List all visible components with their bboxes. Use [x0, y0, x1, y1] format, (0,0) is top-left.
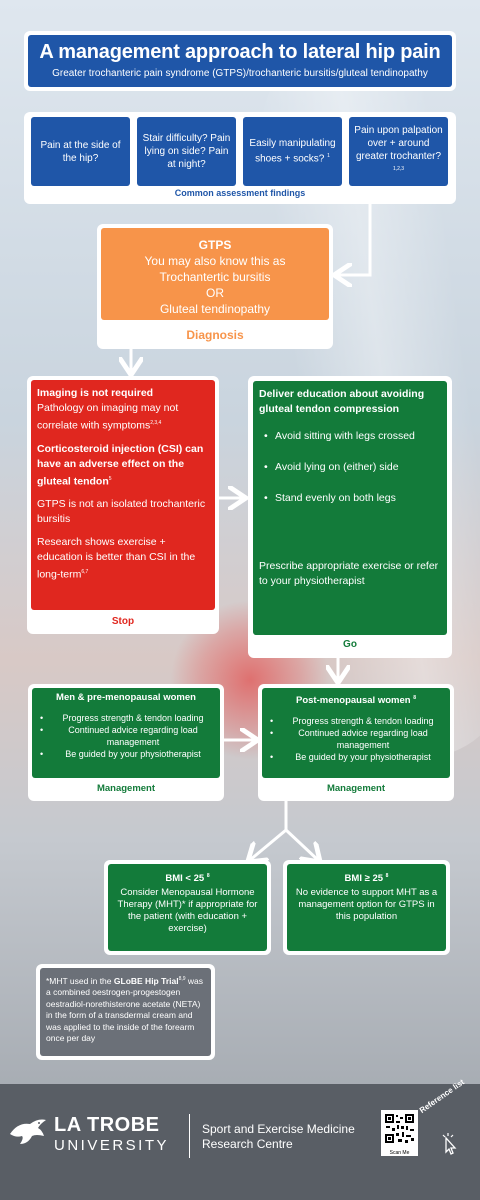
bmi-low-box: BMI < 25 8 Consider Menopausal Hormone T…: [108, 864, 267, 951]
go-label: Go: [343, 639, 357, 650]
list-item: Progress strength & tendon loading: [36, 712, 216, 724]
citation: 8: [206, 873, 210, 879]
bmi-high-card: BMI ≥ 25 8 No evidence to support MHT as…: [283, 860, 450, 955]
stop-imaging-heading: Imaging is not required: [37, 387, 154, 399]
la-trobe-bird-icon: [10, 1119, 46, 1144]
list-item: Avoid sitting with legs crossed: [259, 429, 441, 444]
diagnosis-line: OR: [206, 286, 224, 300]
list-item: Progress strength & tendon loading: [266, 715, 446, 727]
assessment-label: Common assessment findings: [174, 188, 306, 198]
citation: 2,3,4: [150, 420, 162, 426]
list-item: Continued advice regarding load manageme…: [36, 724, 216, 748]
bmi-low-text: Consider Menopausal Hormone Therapy (MHT…: [117, 887, 258, 935]
mht-note-box: *MHT used in the GLoBE Hip Trial8,9 was …: [40, 968, 211, 1056]
finding-box: Easily manipulating shoes + socks? 1: [243, 117, 342, 186]
diagnosis-line: Gluteal tendinopathy: [159, 302, 271, 316]
citation: 5: [108, 475, 112, 482]
finding-text: Easily manipulating shoes + socks?: [249, 138, 336, 165]
management-left-card: Men & pre-menopausal women Progress stre…: [28, 684, 224, 801]
assessment-card: Pain at the side of the hip? Stair diffi…: [24, 112, 456, 204]
citation: 8: [413, 695, 416, 701]
diagnosis-card: GTPS You may also know this as Trochante…: [97, 224, 333, 349]
management-left-heading: Men & pre-menopausal women: [56, 692, 196, 703]
diagnosis-line: You may also know this as: [144, 254, 286, 268]
page-title: A management approach to lateral hip pai…: [39, 41, 441, 63]
go-box: Deliver education about avoiding gluteal…: [253, 381, 447, 635]
stop-bursitis-text: GTPS is not an isolated trochanteric bur…: [37, 498, 206, 525]
bmi-high-heading: BMI ≥ 25: [344, 873, 384, 885]
management-left-label: Management: [96, 783, 156, 794]
list-item: Be guided by your physiotherapist: [266, 751, 446, 763]
citation: 6,7: [81, 569, 89, 575]
arrow-assessment-to-diagnosis: [337, 204, 372, 275]
mht-note-prefix: *MHT used in the: [46, 975, 114, 986]
citation: 8: [385, 873, 389, 879]
mht-note-text: was a combined oestrogen-progestogen oes…: [46, 975, 204, 1044]
stop-csi-heading: Corticosteroid injection (CSI) can have …: [37, 442, 204, 488]
reference-list-link[interactable]: Reference list: [417, 1077, 466, 1115]
flow-arrows: [0, 204, 372, 1084]
bmi-low-heading: BMI < 25: [165, 873, 205, 885]
go-heading: Deliver education about avoiding gluteal…: [259, 388, 425, 415]
finding-text: Pain upon palpation over + around greate…: [354, 125, 443, 163]
logo-line-2: UNIVERSITY: [54, 1137, 170, 1154]
list-item: Stand evenly on both legs: [259, 491, 441, 506]
finding-citation: 1,2,3: [392, 166, 405, 173]
diagnosis-label: Diagnosis: [186, 328, 244, 342]
stop-imaging-text: Pathology on imaging may not correlate w…: [37, 402, 179, 432]
finding-box: Stair difficulty? Pain lying on side? Pa…: [137, 117, 236, 186]
finding-text: Stair difficulty? Pain lying on side? Pa…: [142, 133, 231, 170]
management-left-box: Men & pre-menopausal women Progress stre…: [32, 688, 220, 778]
list-item: Avoid lying on (either) side: [259, 460, 441, 475]
mht-trial-name: GLoBE Hip Trial: [113, 975, 179, 986]
finding-box: Pain upon palpation over + around greate…: [349, 117, 448, 186]
management-right-heading: Post-menopausal women: [296, 695, 411, 707]
diagnosis-line: Trochantertic bursitis: [159, 270, 271, 284]
bmi-high-box: BMI ≥ 25 8 No evidence to support MHT as…: [287, 864, 446, 951]
finding-citation: 1: [327, 153, 330, 160]
qr-code[interactable]: Scan Me: [381, 1110, 418, 1156]
logo-line-1: LA TROBE: [54, 1114, 160, 1136]
citation: 8,9: [178, 976, 186, 982]
finding-box: Pain at the side of the hip?: [31, 117, 130, 186]
list-item: Continued advice regarding load manageme…: [266, 727, 446, 751]
qr-caption: Scan Me: [389, 1150, 410, 1156]
stop-box: Imaging is not required Pathology on ima…: [31, 380, 215, 610]
research-centre-name: Sport and Exercise Medicine Research Cen…: [202, 1122, 355, 1151]
qr-code-icon: [384, 1113, 415, 1144]
go-advice-list: Avoid sitting with legs crossed Avoid ly…: [259, 429, 441, 506]
diagnosis-box: GTPS You may also know this as Trochante…: [101, 228, 329, 320]
title-banner: A management approach to lateral hip pai…: [28, 35, 452, 87]
cursor-click-icon: [442, 1133, 457, 1155]
bmi-high-text: No evidence to support MHT as a manageme…: [295, 887, 438, 923]
page-subtitle: Greater trochanteric pain syndrome (GTPS…: [52, 68, 428, 79]
list-item: Be guided by your physiotherapist: [36, 748, 216, 760]
stop-card: Imaging is not required Pathology on ima…: [27, 376, 219, 634]
management-right-list: Progress strength & tendon loading Conti…: [266, 715, 446, 763]
bmi-low-card: BMI < 25 8 Consider Menopausal Hormone T…: [104, 860, 271, 955]
finding-text: Pain at the side of the hip?: [40, 139, 121, 164]
stop-research-text: Research shows exercise + education is b…: [37, 536, 196, 581]
arrow-to-bmi-low: [250, 801, 288, 860]
management-right-label: Management: [326, 783, 386, 794]
mht-note-card: *MHT used in the GLoBE Hip Trial8,9 was …: [36, 964, 215, 1060]
management-right-card: Post-menopausal women 8 Progress strengt…: [258, 684, 454, 801]
stop-label: Stop: [111, 616, 135, 627]
go-footer-text: Prescribe appropriate exercise or refer …: [259, 560, 439, 587]
management-right-box: Post-menopausal women 8 Progress strengt…: [262, 688, 450, 778]
diagnosis-title: GTPS: [198, 238, 232, 252]
arrow-to-bmi-high: [284, 828, 318, 860]
management-left-list: Progress strength & tendon loading Conti…: [36, 712, 216, 760]
footer-divider: [189, 1114, 190, 1158]
go-card: Deliver education about avoiding gluteal…: [248, 376, 452, 658]
footer: LA TROBE UNIVERSITY Sport and Exercise M…: [0, 1078, 480, 1200]
title-card: A management approach to lateral hip pai…: [24, 31, 456, 91]
